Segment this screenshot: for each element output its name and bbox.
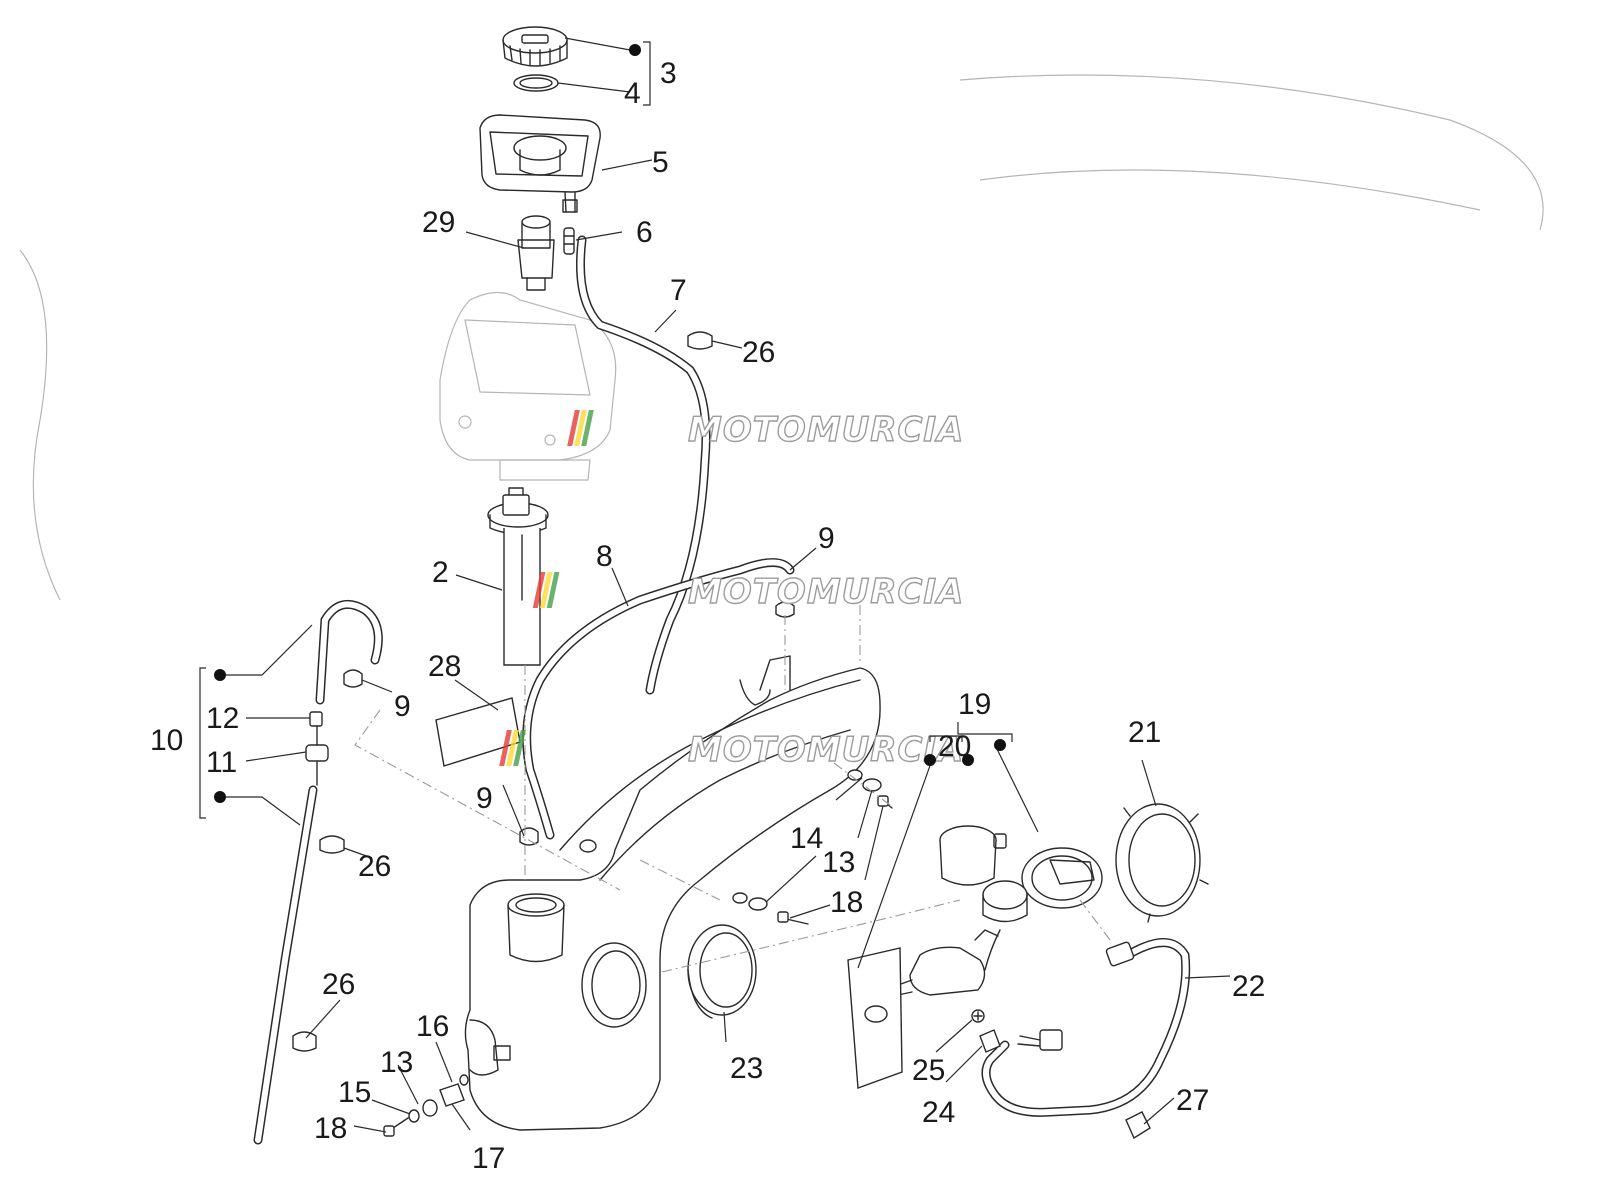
callout-8: 8: [596, 540, 613, 573]
watermark-text: MOTOMURCIA: [688, 572, 964, 612]
watermark-3: MOTOMURCIA: [499, 729, 964, 771]
upper-tank-housing: [439, 291, 617, 481]
watermark-stripe: [546, 572, 560, 608]
callout-9-left: 9: [394, 690, 411, 723]
watermark-stripe: [539, 572, 553, 608]
part-8-return-hose: [522, 558, 795, 840]
callout-24: 24: [922, 1096, 955, 1129]
part-23-pump-seal-ring: [687, 924, 757, 1019]
part-21-pump-lock-ring: [1115, 803, 1209, 923]
callout-23: 23: [730, 1052, 763, 1085]
part-6-hose-fitting: [563, 227, 575, 255]
callout-25: 25: [912, 1054, 945, 1087]
callout-18-left: 18: [314, 1112, 347, 1145]
callout-15: 15: [338, 1076, 371, 1109]
watermark-2: MOTOMURCIA: [532, 571, 964, 613]
part-25-screw: [971, 1009, 985, 1023]
callout-27: 27: [1176, 1084, 1209, 1117]
part-22-fuel-outlet-hose: [981, 938, 1191, 1117]
callout-14: 14: [790, 822, 823, 855]
part-2-fuel-level-sender: [487, 487, 549, 666]
assembly-guide-lines: [354, 605, 1111, 973]
watermark-1: MOTOMURCIA: [567, 409, 964, 451]
part-4-cap-gasket: [513, 74, 559, 92]
leader-lines: [199, 37, 1231, 1133]
callout-22: 22: [1232, 970, 1265, 1003]
callout-4: 4: [624, 77, 641, 110]
part-19-fuel-pump-assembly: [897, 847, 1103, 996]
part-3-fuel-cap: [502, 26, 568, 67]
part-20-fuel-filter: [939, 825, 1007, 886]
callout-18-right: 18: [830, 886, 863, 919]
main-fuel-tank: [464, 655, 881, 1131]
callout-21: 21: [1128, 716, 1161, 749]
callout-6: 6: [636, 216, 653, 249]
callout-26-left: 26: [358, 850, 391, 883]
watermark-stripe: [574, 410, 587, 446]
part-29-neck-sleeve: [517, 215, 555, 291]
watermarks: MOTOMURCIA MOTOMURCIA MOTOMURCIA: [499, 409, 964, 771]
callout-10: 10: [150, 724, 183, 757]
watermark-stripe: [499, 730, 512, 766]
callout-12: 12: [206, 702, 239, 735]
watermark-stripe: [567, 410, 580, 446]
callout-5: 5: [652, 146, 669, 179]
callout-28: 28: [428, 650, 461, 683]
callout-2: 2: [432, 556, 449, 589]
part-11-valve: [305, 744, 329, 762]
part-24-bracket: [979, 1029, 1001, 1053]
part-26-hose-clip-left: [319, 835, 345, 854]
callout-7: 7: [670, 274, 687, 307]
callout-26-lower: 26: [322, 968, 355, 1001]
callout-9-lower: 9: [476, 782, 493, 815]
part-12-connector: [309, 711, 323, 727]
callout-26-upper: 26: [742, 336, 775, 369]
callout-13-right: 13: [822, 846, 855, 879]
callout-labels: 3 4 5 29 6 7 26 2 8 9 28 9 12 10 11 9 26…: [150, 57, 1265, 1175]
watermark-text: MOTOMURCIA: [688, 410, 964, 450]
callout-3: 3: [660, 57, 677, 90]
watermark-stripe: [581, 410, 594, 446]
callout-13-left: 13: [380, 1046, 413, 1079]
callout-11: 11: [206, 746, 237, 779]
pump-label-strip: [847, 947, 903, 1089]
callout-17: 17: [472, 1142, 505, 1175]
watermark-stripe: [506, 730, 519, 766]
part-27-hose-clip: [1125, 1111, 1151, 1140]
part-26-hose-clip-lower: [292, 1031, 317, 1052]
part-5-filler-tray: [479, 114, 601, 213]
watermark-stripe: [513, 730, 526, 766]
background-ghost-shapes: [19, 74, 1544, 601]
callout-16: 16: [416, 1010, 449, 1043]
small-hardware: [383, 769, 893, 1137]
watermark-text: MOTOMURCIA: [688, 730, 964, 770]
callout-20: 20: [938, 730, 971, 763]
part-7-vent-hose: [575, 235, 711, 695]
watermark-stripe: [532, 572, 546, 608]
part-10-breather-assembly: [253, 599, 383, 1145]
set-bullets: [214, 44, 1006, 803]
callout-29: 29: [422, 206, 455, 239]
callout-19: 19: [958, 688, 991, 721]
callout-9-upper: 9: [818, 522, 835, 555]
part-26-hose-clip-upper: [687, 331, 713, 350]
